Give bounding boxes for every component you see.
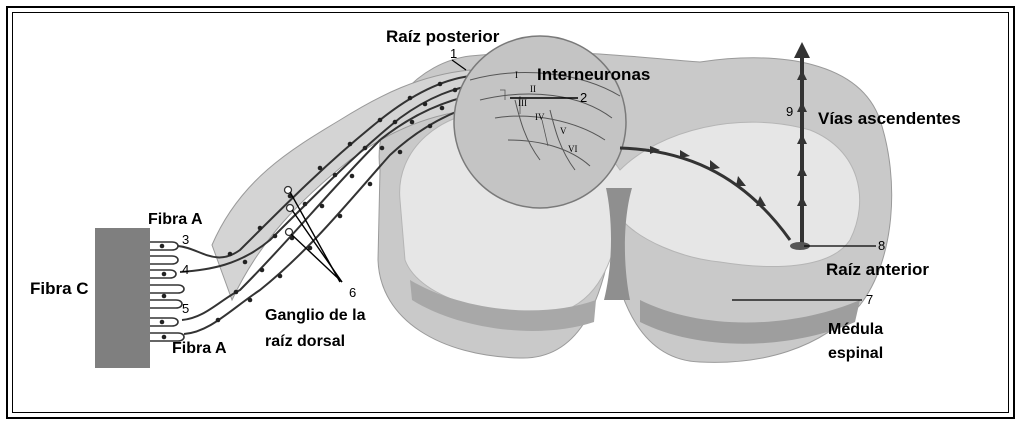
- medula-label-line1: Médula: [828, 321, 883, 338]
- fiber-endings: [150, 242, 184, 341]
- number-6: 6: [349, 285, 356, 300]
- lamina-iv-label: IV: [535, 112, 545, 122]
- lamina-v-label: V: [560, 126, 567, 136]
- fibra-a-top-label: Fibra A: [148, 211, 203, 228]
- number-1: 1: [450, 46, 457, 61]
- ganglio-label-line1: Ganglio de la: [265, 307, 366, 324]
- fibra-c-label: Fibra C: [30, 279, 89, 298]
- lamina-iii-label: III: [518, 98, 527, 108]
- number-4: 4: [182, 262, 189, 277]
- raiz-anterior-label: Raíz anterior: [826, 260, 929, 279]
- number-2: 2: [580, 90, 587, 105]
- peripheral-tissue: [95, 228, 150, 368]
- lamina-i-label: I: [515, 70, 518, 80]
- vias-ascendentes-label: Vías ascendentes: [818, 109, 961, 128]
- raiz-posterior-label: Raíz posterior: [386, 27, 500, 46]
- interneuronas-label: Interneuronas: [537, 65, 650, 84]
- dorsal-horn-magnified: I II III IV V VI: [454, 36, 626, 208]
- ganglio-label-line2: raíz dorsal: [265, 333, 345, 350]
- fibra-a-bottom-label: Fibra A: [172, 340, 227, 357]
- number-9: 9: [786, 104, 793, 119]
- medula-label-line2: espinal: [828, 345, 883, 362]
- number-7: 7: [866, 292, 873, 307]
- number-3: 3: [182, 232, 189, 247]
- lamina-ii-label: II: [530, 84, 536, 94]
- number-8: 8: [878, 238, 885, 253]
- number-5: 5: [182, 301, 189, 316]
- lamina-vi-label: VI: [568, 144, 578, 154]
